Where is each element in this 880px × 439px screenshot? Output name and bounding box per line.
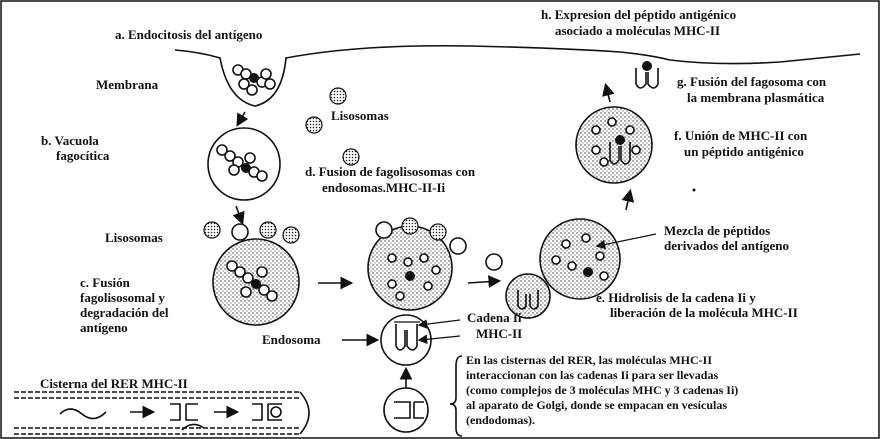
- note-line1: En las cisternas del RER, las moléculas …: [466, 353, 712, 367]
- label-mezcla-line1: Mezcla de péptidos: [664, 223, 770, 238]
- note-line3: (como complejos de 3 moléculas MHC y 3 c…: [466, 383, 738, 397]
- golgi-vesicle: [384, 388, 428, 432]
- label-membrana: Membrana: [96, 77, 159, 92]
- stray-dot: [693, 189, 696, 192]
- label-g-line1: g. Fusión del fagosoma con: [677, 74, 827, 89]
- arrow-fusion-e: [468, 281, 498, 283]
- arrow-f-g: [606, 86, 610, 102]
- label-endosoma: Endosoma: [262, 332, 321, 347]
- arrow-e-f: [626, 192, 630, 210]
- label-b-line2: fagocítica: [56, 148, 110, 163]
- label-h-line2: asociado a moléculas MHC-II: [555, 23, 720, 38]
- label-a: a. Endocitosis del antígeno: [115, 27, 262, 42]
- label-lisosomas-left: Lisosomas: [105, 230, 163, 245]
- fused-vesicle-lysosome-1: [376, 222, 392, 238]
- hydrolysis-small-vesicle: [486, 254, 502, 270]
- rer-contents: [60, 404, 282, 430]
- label-cadena-ii: Cadena Ii: [467, 310, 522, 325]
- lysosome-top-1: [330, 88, 346, 104]
- lysosome-left-4: [283, 227, 299, 243]
- arrow-cadena-ii: [420, 320, 460, 325]
- label-e-line2: liberación de la molécula MHC-II: [610, 305, 798, 320]
- label-f-line1: f. Unión de MHC-II con: [674, 128, 808, 143]
- label-mezcla-line2: derivados del antígeno: [664, 238, 789, 253]
- lysosome-top-3: [343, 149, 359, 165]
- label-b-line1: b. Vacuola: [41, 133, 99, 148]
- fused-vesicle-lysosome-2: [402, 218, 418, 234]
- label-cisterna: Cisterna del RER MHC-II: [40, 376, 188, 391]
- surface-mhc-ii: [636, 61, 658, 88]
- note-line2: interaccionan con las cadenas Ii para se…: [466, 368, 718, 382]
- label-h-line1: h. Expresion del péptido antigénico: [541, 7, 736, 22]
- label-d-line1: d. Fusion de fagolisosomas con: [305, 164, 476, 179]
- note-line5: (endodomas).: [466, 413, 535, 427]
- label-d-line2: endosomas.MHC-II-Ii: [322, 180, 446, 195]
- note-line4: al aparato de Golgi, donde se empacan en…: [466, 398, 727, 412]
- label-c-line4: antígeno: [80, 320, 128, 335]
- label-c-line1: c. Fusión: [80, 275, 131, 290]
- label-f-line2: un péptido antigénico: [684, 144, 804, 159]
- arrow-a-b: [238, 112, 245, 124]
- lysosome-top-2: [306, 117, 322, 133]
- fused-vesicle-lysosome-3: [430, 224, 446, 240]
- note-bracket: [450, 356, 462, 436]
- lysosome-left-2: [232, 224, 248, 240]
- label-g-line2: la membrana plasmática: [687, 90, 825, 105]
- label-e-line1: e. Hidrolisis de la cadena Ii y: [596, 290, 756, 305]
- arrow-b-c: [236, 206, 242, 222]
- rer-cistern: [14, 392, 309, 434]
- lysosome-left-1: [204, 222, 220, 238]
- label-mhc-ii: MHC-II: [476, 326, 522, 341]
- label-c-line2: fagolisosomal y: [80, 290, 165, 305]
- label-lisosomas-top: Lisosomas: [331, 108, 389, 123]
- lysosome-left-3: [260, 222, 276, 238]
- fused-vesicle-lysosome-4: [450, 238, 466, 254]
- label-c-line3: degradación del: [80, 305, 169, 320]
- antigen-chain-endocytosis: [233, 65, 275, 95]
